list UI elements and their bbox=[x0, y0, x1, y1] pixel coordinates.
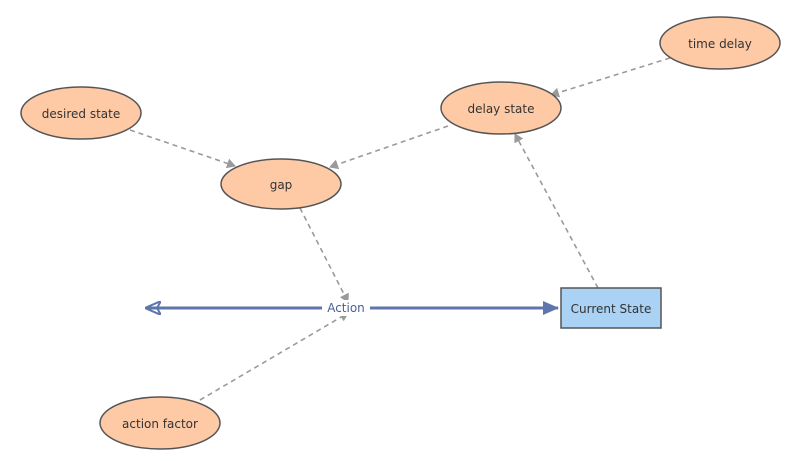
variable-shape[interactable] bbox=[220, 158, 342, 210]
variable-shape[interactable] bbox=[20, 86, 142, 140]
variable-action-factor[interactable]: action factor bbox=[99, 396, 221, 450]
variable-label-action-factor: action factor bbox=[122, 417, 198, 431]
variable-desired-state[interactable]: desired state bbox=[20, 86, 142, 140]
link-gap-to-action[interactable] bbox=[299, 207, 349, 303]
stock-box[interactable] bbox=[560, 287, 662, 329]
flow-label-background bbox=[322, 300, 370, 316]
stock-label-current-state: Current State bbox=[571, 302, 652, 316]
flow-label-action[interactable]: Action bbox=[327, 301, 365, 315]
variable-shape[interactable] bbox=[440, 81, 562, 135]
variable-label-delay-state: delay state bbox=[467, 102, 534, 116]
variable-shape[interactable] bbox=[99, 396, 221, 450]
variable-label-gap: gap bbox=[270, 178, 293, 192]
link-time-delay-to-delay-state[interactable] bbox=[550, 57, 671, 98]
link-action-factor-to-action[interactable] bbox=[199, 312, 349, 401]
variable-time-delay[interactable]: time delay bbox=[659, 16, 781, 70]
action-flow[interactable]: Action bbox=[146, 300, 558, 316]
link-desired-state-to-gap[interactable] bbox=[129, 129, 236, 169]
stock-current-state[interactable]: Current State bbox=[560, 287, 662, 329]
variable-delay-state[interactable]: delay state bbox=[440, 81, 562, 135]
link-current-state-to-delay-state[interactable] bbox=[514, 133, 599, 289]
variable-shape[interactable] bbox=[659, 16, 781, 70]
variable-label-time-delay: time delay bbox=[688, 37, 752, 51]
variable-label-desired-state: desired state bbox=[42, 107, 120, 121]
link-delay-state-to-gap[interactable] bbox=[329, 125, 449, 170]
variable-gap[interactable]: gap bbox=[220, 158, 342, 210]
links bbox=[129, 57, 671, 401]
